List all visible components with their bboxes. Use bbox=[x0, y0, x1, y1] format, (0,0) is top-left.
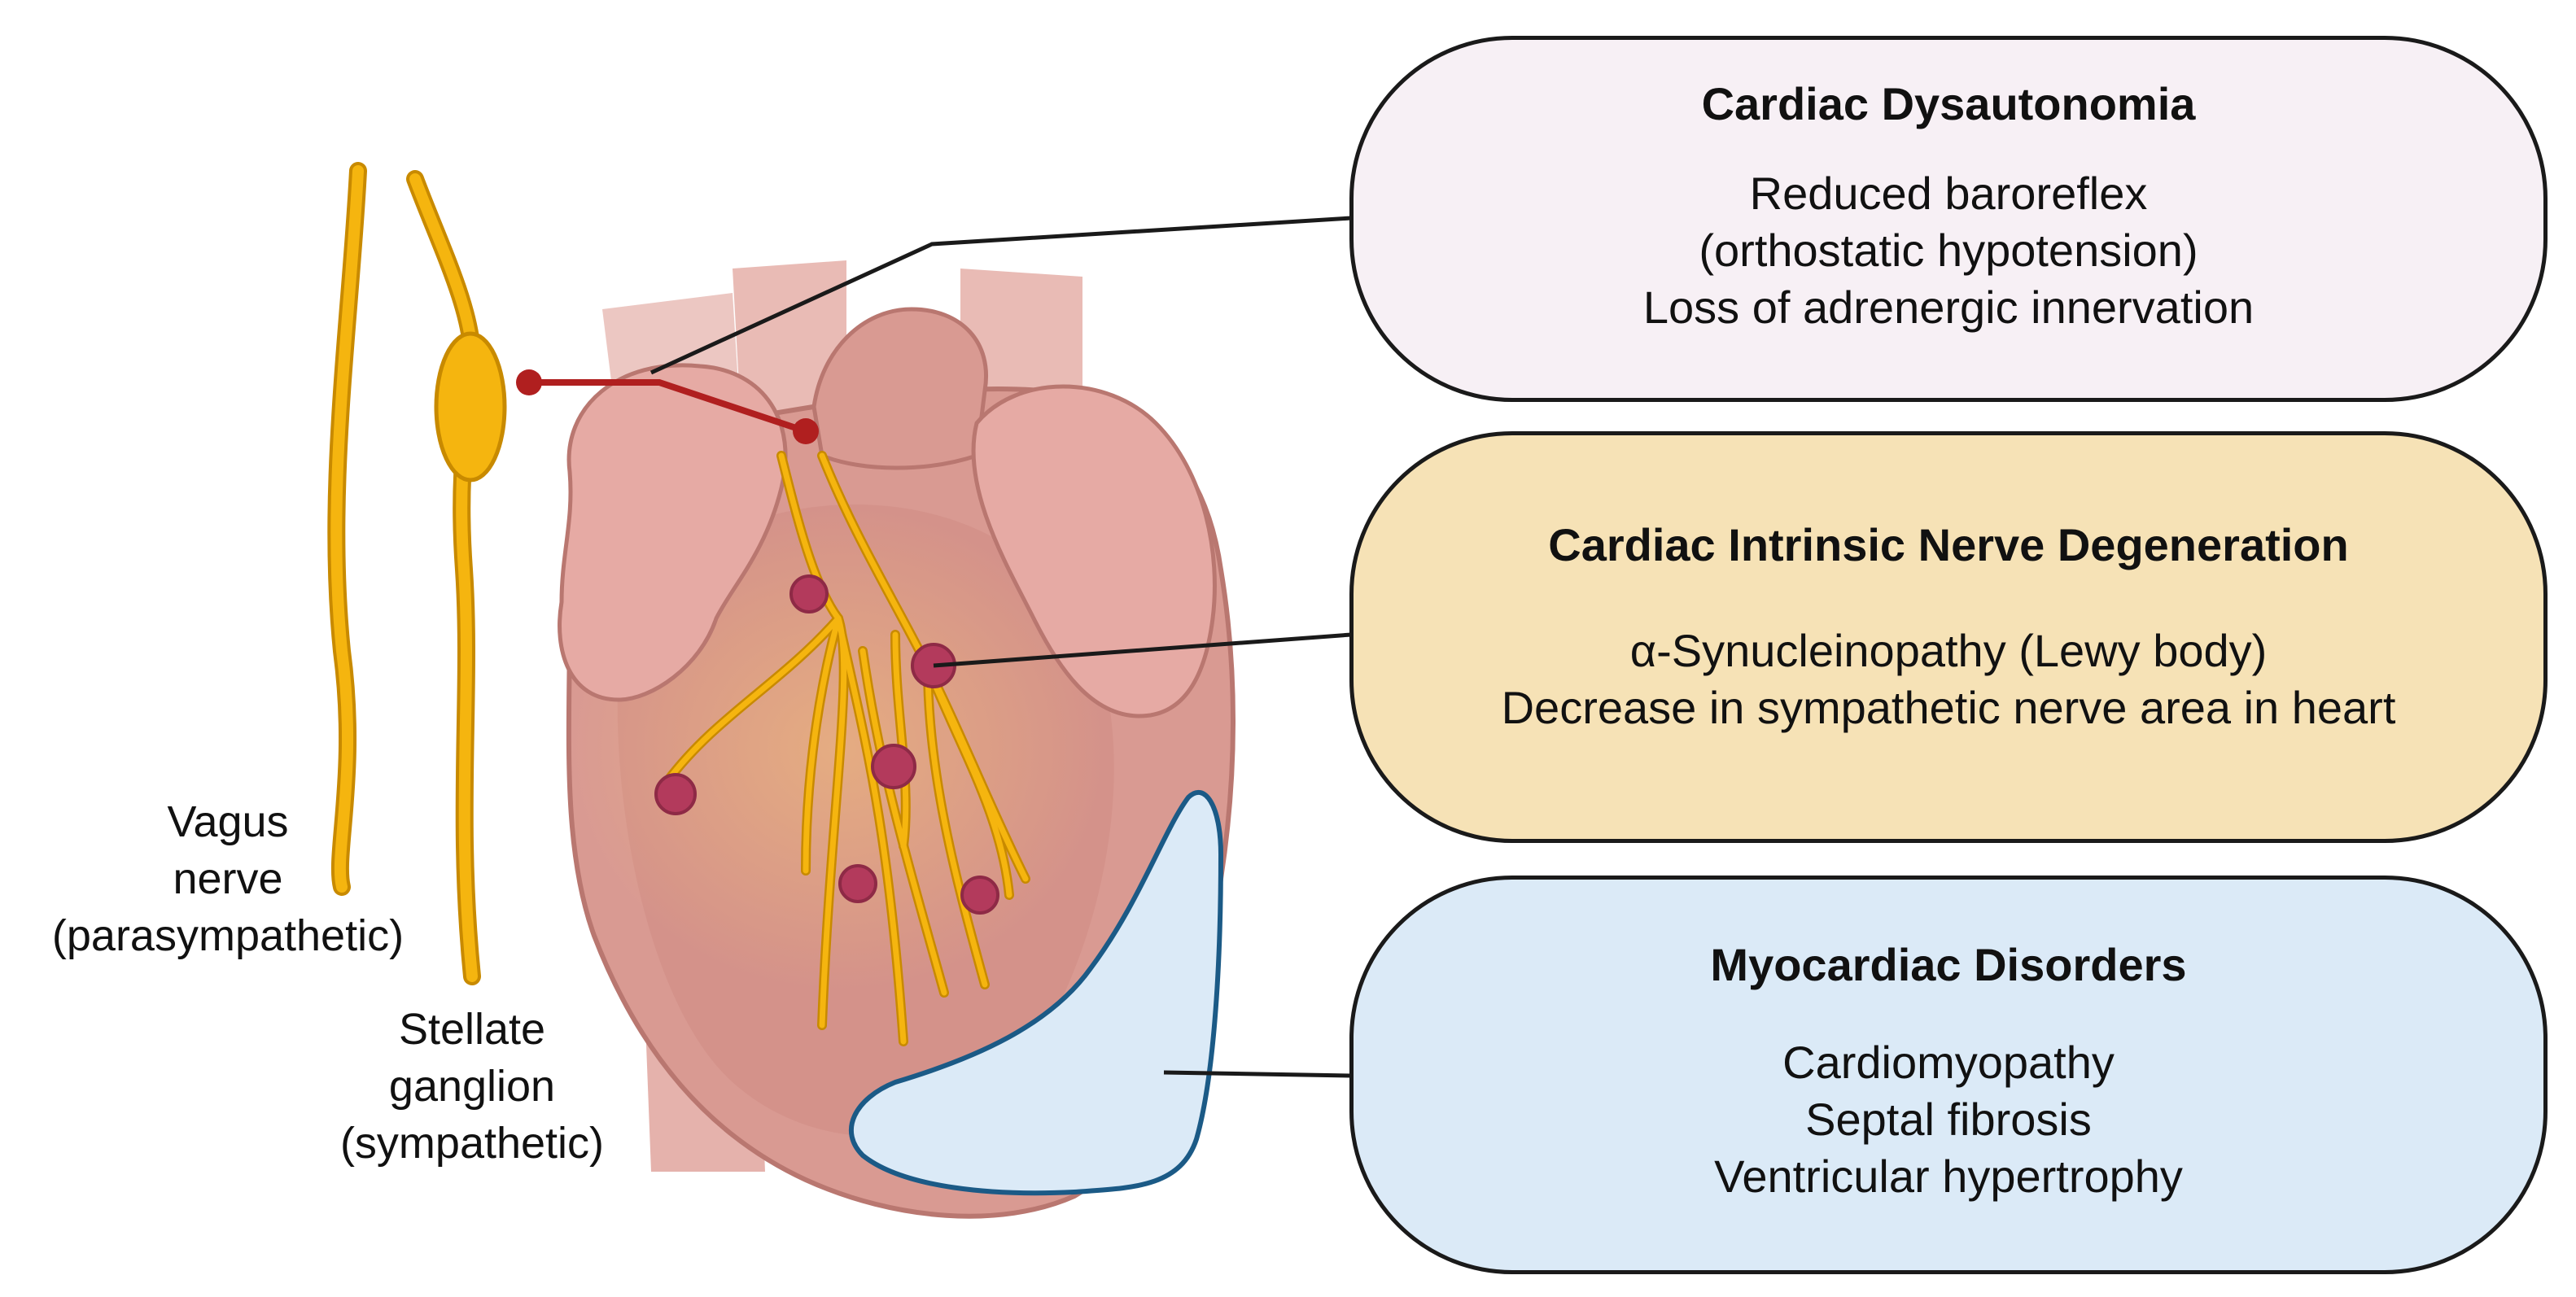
box-myocardiac-disorders: Myocardiac Disorders Cardiomyopathy Sept… bbox=[1349, 876, 2548, 1274]
connector-nerve-degeneration bbox=[933, 632, 1352, 668]
lewy-body bbox=[789, 574, 829, 614]
box-line: (orthostatic hypotension) bbox=[1699, 225, 2198, 276]
stellate-ganglion bbox=[434, 331, 507, 483]
box-title: Cardiac Dysautonomia bbox=[1701, 78, 2196, 129]
box-line: Reduced baroreflex bbox=[1749, 168, 2148, 219]
aorta bbox=[811, 307, 988, 470]
box-line: Loss of adrenergic innervation bbox=[1642, 282, 2255, 333]
myocardium-region bbox=[848, 790, 1224, 1196]
right-atrium bbox=[558, 363, 788, 702]
connector-dysautonomia bbox=[649, 216, 1352, 375]
connector-myocardiac bbox=[1163, 1070, 1352, 1078]
lewy-body bbox=[654, 773, 697, 815]
cardiac-nerves bbox=[663, 451, 1030, 1046]
lewy-body bbox=[871, 744, 916, 789]
box-line: Cardiomyopathy bbox=[1782, 1037, 2115, 1088]
box-line: Decrease in sympathetic nerve area in he… bbox=[1501, 682, 2396, 733]
left-atrium bbox=[971, 384, 1217, 718]
connector-lines bbox=[649, 216, 1352, 1078]
box-cardiac-dysautonomia: Cardiac Dysautonomia Reduced baroreflex … bbox=[1349, 36, 2548, 402]
box-line: Ventricular hypertrophy bbox=[1714, 1151, 2183, 1202]
stellate-ganglion-label: Stellate ganglion (sympathetic) bbox=[339, 1005, 605, 1168]
lewy-bodies bbox=[654, 574, 999, 915]
box-cardiac-intrinsic-nerve-degeneration: Cardiac Intrinsic Nerve Degeneration α-S… bbox=[1349, 431, 2548, 843]
box-title: Cardiac Intrinsic Nerve Degeneration bbox=[1548, 519, 2349, 570]
nerve-pointer bbox=[516, 369, 819, 444]
box-line: α-Synucleinopathy (Lewy body) bbox=[1629, 625, 2268, 676]
box-title: Myocardiac Disorders bbox=[1710, 939, 2187, 990]
lewy-body bbox=[838, 864, 877, 903]
box-line: Septal fibrosis bbox=[1805, 1094, 2092, 1145]
lewy-body bbox=[960, 876, 999, 915]
vagus-nerve-label: Vagus nerve (parasympathetic) bbox=[51, 797, 405, 960]
